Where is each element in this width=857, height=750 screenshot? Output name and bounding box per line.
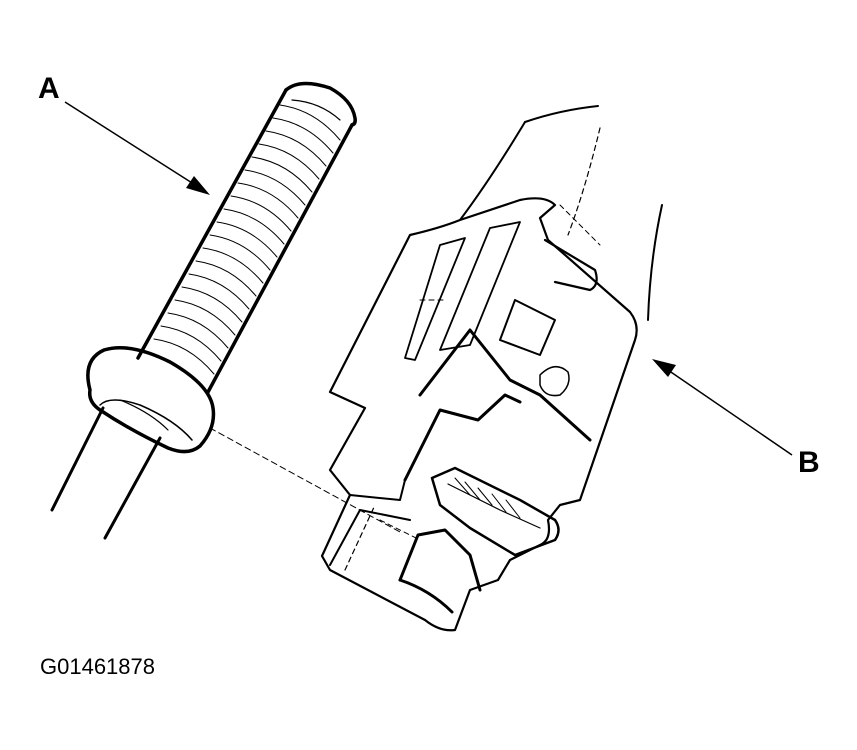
alignment-dashed-line bbox=[209, 427, 401, 533]
part-b-connector bbox=[320, 105, 663, 632]
part-a-threaded-stud bbox=[50, 81, 357, 540]
leader-arrow-a bbox=[64, 101, 210, 195]
callout-label-a: A bbox=[38, 72, 60, 105]
figure-code: G01461878 bbox=[40, 654, 155, 679]
callout-label-b: B bbox=[798, 446, 820, 479]
leader-arrow-b bbox=[652, 359, 793, 456]
